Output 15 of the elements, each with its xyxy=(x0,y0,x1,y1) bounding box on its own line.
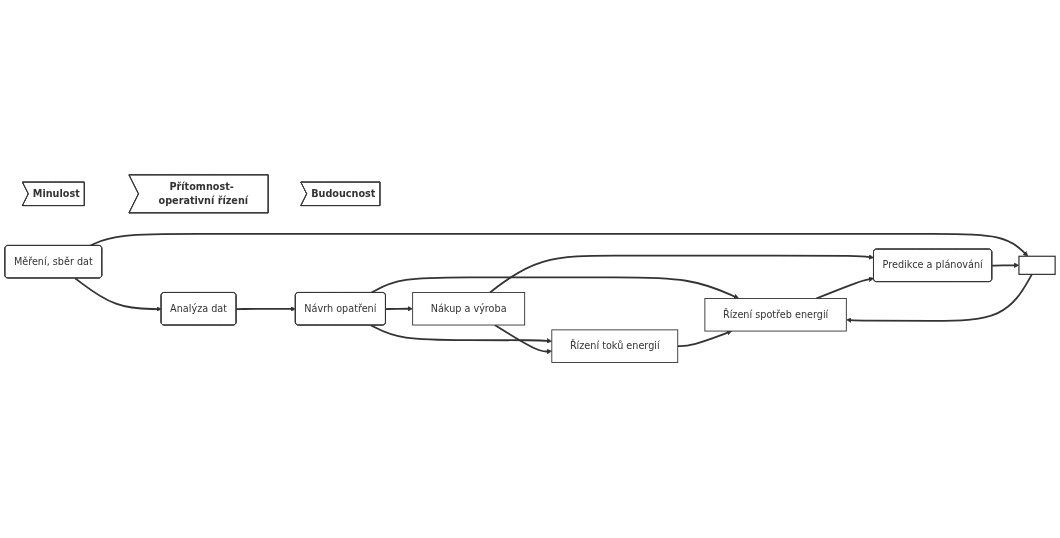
arrow xyxy=(815,277,875,300)
arrow xyxy=(370,276,740,300)
arrow xyxy=(384,306,413,312)
arrow xyxy=(89,233,1029,257)
node-box: Nákup a výroba xyxy=(412,292,526,326)
node-bar xyxy=(1018,256,1056,276)
arrow xyxy=(489,254,875,294)
node-box: Řízení toků energií xyxy=(551,329,679,364)
arrow xyxy=(846,273,1033,324)
arrow xyxy=(493,324,553,355)
arrow xyxy=(74,277,162,313)
arrow xyxy=(370,324,553,344)
arrow xyxy=(235,306,296,312)
node-box: Řízení spotřeb energií xyxy=(704,298,847,332)
arrow xyxy=(676,330,733,348)
